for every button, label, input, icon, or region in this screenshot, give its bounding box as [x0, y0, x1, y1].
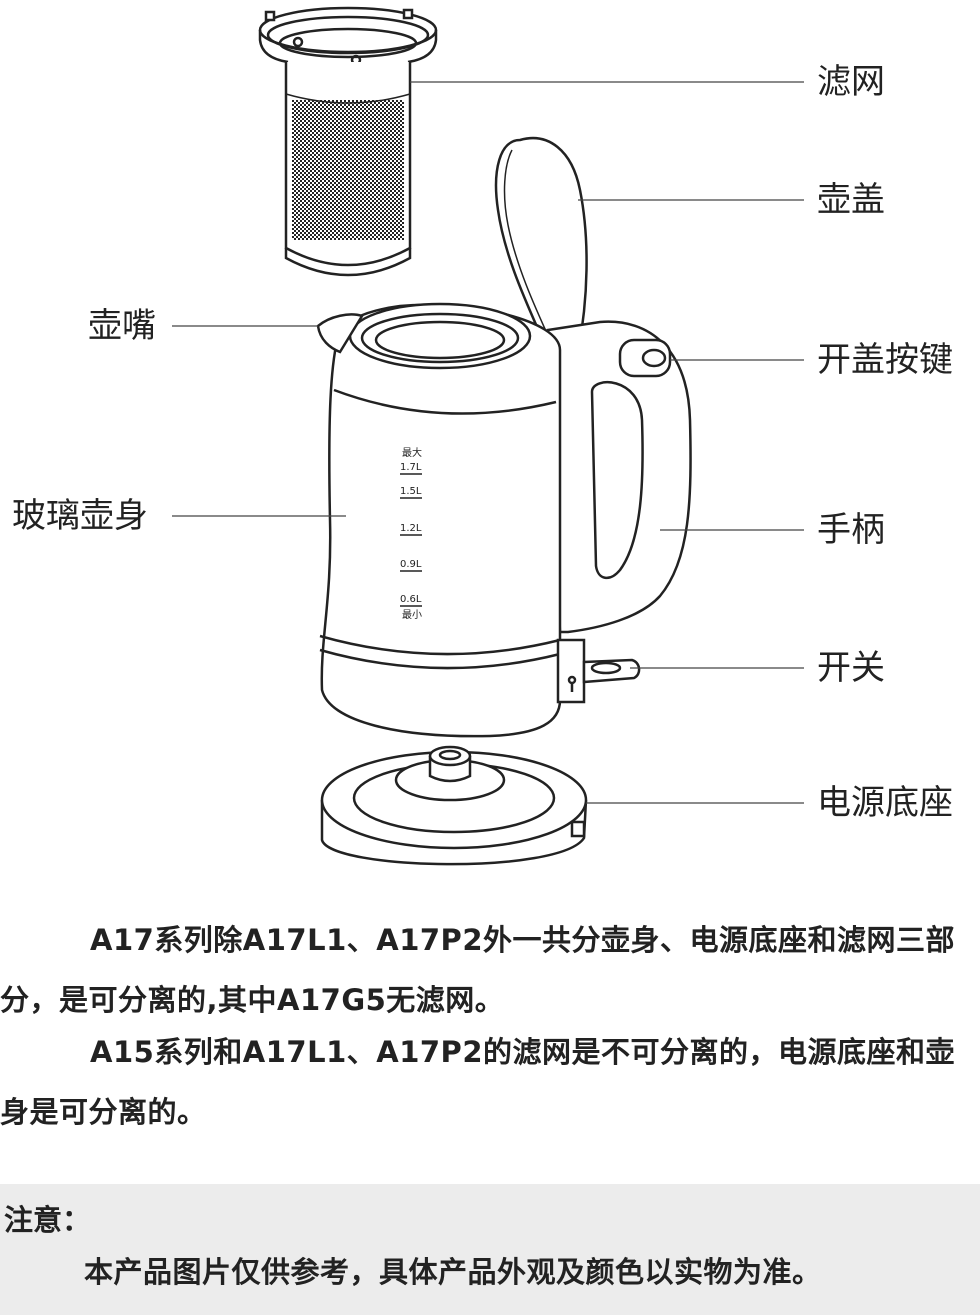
scale-min-label: 最小 [402, 609, 422, 621]
filter-illustration [258, 6, 438, 277]
description-paragraph-a17: A17系列除A17L1、A17P2外一共分壶身、电源底座和滤网三部分，是可分离的… [0, 923, 955, 1017]
scale-level: 1.7L [400, 462, 422, 473]
power-base-illustration [320, 745, 588, 866]
note-box: 注意： 本产品图片仅供参考，具体产品外观及颜色以实物为准。 [0, 1184, 980, 1315]
scale-level: 0.9L [400, 559, 422, 570]
label-lid-button: 开盖按键 [817, 340, 953, 380]
note-title: 注意： [4, 1203, 92, 1237]
label-filter: 滤网 [817, 62, 885, 102]
kettle-exploded-diagram: 最大 1.7L 1.5L 1.2L 0.9L 0.6L 最小 [172, 6, 804, 866]
note-text: 本产品图片仅供参考，具体产品外观及颜色以实物为准。 [84, 1255, 822, 1289]
label-power-base: 电源底座 [817, 783, 953, 823]
description-paragraph-a15: A15系列和A17L1、A17P2的滤网是不可分离的，电源底座和壶身是可分离的。 [0, 1035, 955, 1129]
scale-max-label: 最大 [402, 446, 422, 459]
label-glass-body: 玻璃壶身 [12, 496, 148, 536]
water-level-scale: 最大 1.7L 1.5L 1.2L 0.9L 0.6L 最小 [400, 446, 422, 621]
scale-level: 0.6L [400, 594, 422, 605]
label-switch: 开关 [817, 648, 885, 688]
label-spout: 壶嘴 [88, 306, 156, 346]
leader-lines [172, 81, 804, 804]
scale-level: 1.5L [400, 486, 422, 497]
label-lid: 壶盖 [817, 180, 885, 220]
label-handle: 手柄 [817, 510, 885, 550]
scale-level: 1.2L [400, 523, 422, 534]
kettle-body-illustration [316, 302, 692, 738]
